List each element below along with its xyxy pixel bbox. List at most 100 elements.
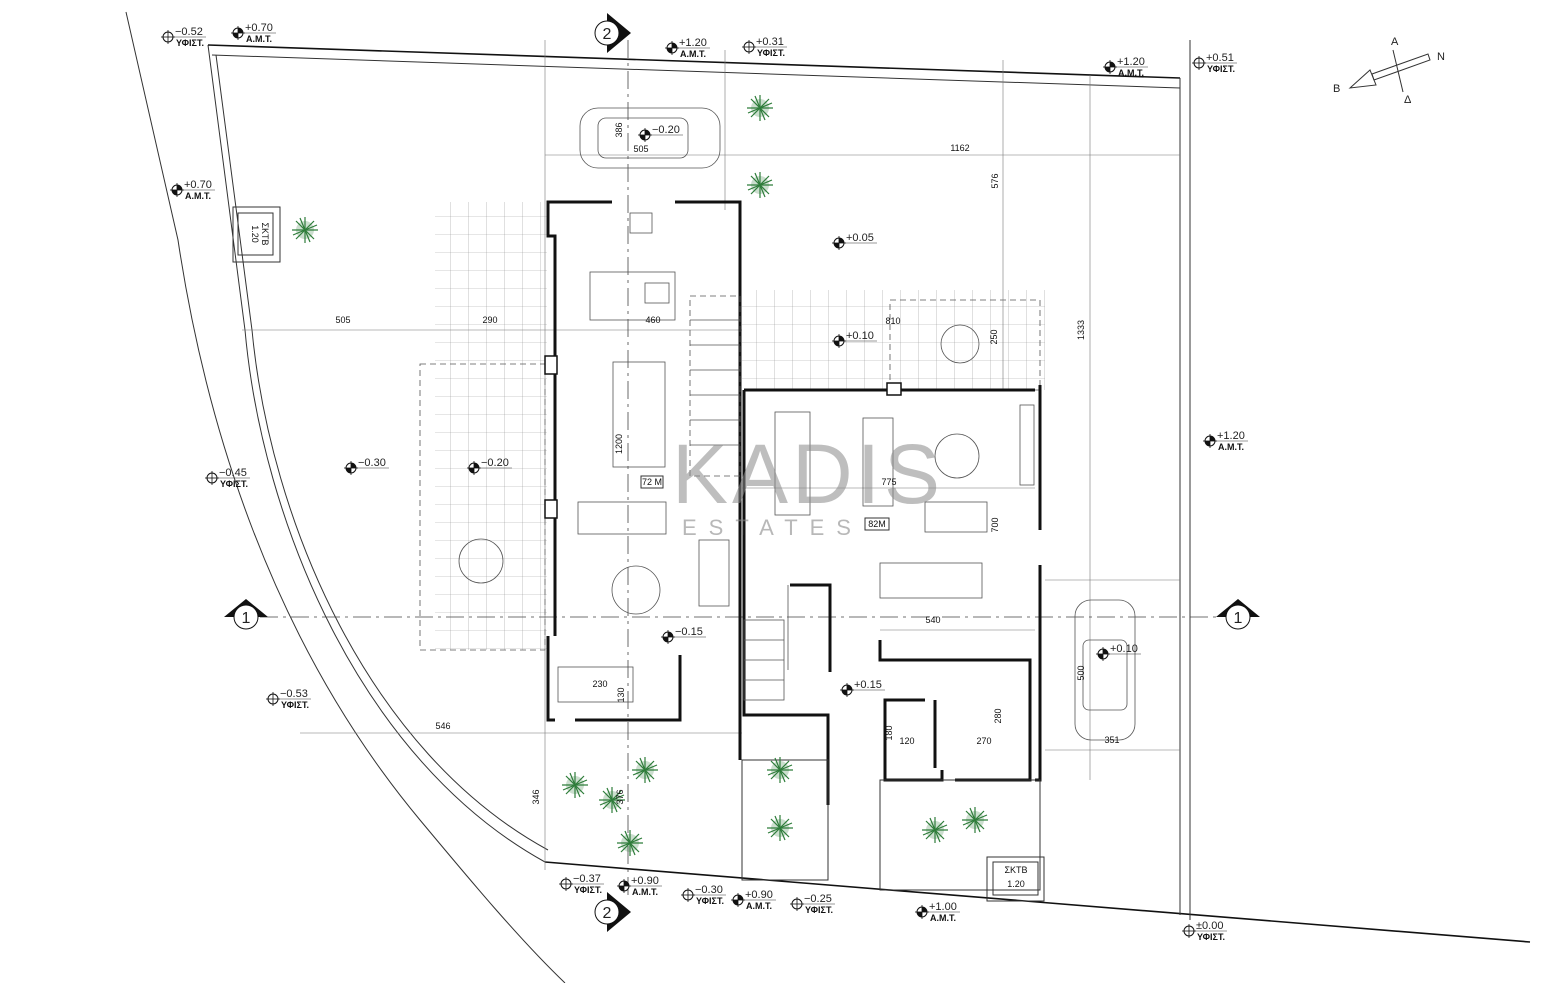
meter-box-left: ΣΚΤΒ 1.20 (232, 206, 281, 263)
level-marker: +0.70Α.Μ.Τ. (170, 179, 215, 201)
tree-icon (561, 771, 589, 799)
dimension-label: 1200 (614, 434, 624, 454)
level-type: Α.Μ.Τ. (1118, 68, 1144, 78)
meter-box-bottom: ΣΚΤΒ 1.20 (986, 856, 1045, 902)
dimension-label: 500 (1076, 665, 1086, 680)
dimension-label: 130 (616, 687, 626, 702)
level-marker: +0.70Α.Μ.Τ. (231, 22, 276, 44)
tree-icon (616, 829, 644, 857)
level-value: −0.20 (481, 457, 509, 469)
dimension-lines (242, 40, 1180, 870)
level-value: +0.05 (846, 232, 874, 244)
level-type: ΥΦΙΣΤ. (281, 700, 309, 710)
tree-icon (746, 94, 774, 122)
level-value: +0.90 (745, 889, 773, 901)
level-type: Α.Μ.Τ. (632, 887, 658, 897)
meter-box-label: ΣΚΤΒ (260, 222, 270, 245)
watermark-brand: KADIS (672, 427, 944, 521)
level-marker: −0.20 (638, 124, 683, 142)
level-value: −0.37 (573, 873, 601, 885)
level-marker: +0.10 (1096, 643, 1141, 661)
level-marker: −0.15 (661, 626, 706, 644)
plot-boundary (125, 11, 1531, 983)
level-value: −0.30 (695, 884, 723, 896)
level-value: +0.70 (245, 22, 273, 34)
level-marker: +0.90Α.Μ.Τ. (617, 875, 662, 897)
level-type: Α.Μ.Τ. (680, 49, 706, 59)
dimension-label: 230 (592, 679, 607, 689)
compass-label-bottom: Δ (1404, 94, 1412, 106)
level-marker: +0.90Α.Μ.Τ. (731, 889, 776, 911)
section-marker: 1 (1216, 599, 1260, 630)
section-marker: 1 (224, 599, 268, 630)
level-value: −0.15 (675, 626, 703, 638)
car-top (579, 107, 721, 169)
dimension-label: 386 (614, 122, 624, 137)
room-area-label: 82M (868, 519, 886, 529)
north-compass: Α Ν Β Δ (1333, 36, 1445, 106)
building-walls (544, 200, 1042, 891)
dimension-label: 775 (881, 477, 896, 487)
level-type: ΥΦΙΣΤ. (1197, 932, 1225, 942)
section-marker-label: 1 (1234, 610, 1243, 627)
section-marker-label: 2 (603, 26, 612, 43)
level-value: +0.90 (631, 875, 659, 887)
level-type: Α.Μ.Τ. (246, 34, 272, 44)
level-type: Α.Μ.Τ. (1218, 442, 1244, 452)
section-markers: 2 1 1 2 (224, 13, 1260, 932)
level-marker: +0.05 (832, 232, 877, 250)
tree-icon (291, 216, 319, 244)
meter-box-value: 1.20 (1007, 879, 1025, 889)
level-type: ΥΦΙΣΤ. (696, 896, 724, 906)
dimension-label: 576 (990, 173, 1000, 188)
level-value: +1.20 (679, 37, 707, 49)
dimension-label: 810 (885, 316, 900, 326)
level-type: ΥΦΙΣΤ. (220, 479, 248, 489)
level-marker: +0.15 (840, 679, 885, 697)
level-type: ΥΦΙΣΤ. (574, 885, 602, 895)
dimension-label: 280 (993, 708, 1003, 723)
level-value: +1.20 (1117, 56, 1145, 68)
tree-icon (766, 814, 794, 842)
section-marker-label: 1 (242, 610, 251, 627)
level-type: Α.Μ.Τ. (930, 913, 956, 923)
car-right (1074, 599, 1136, 741)
level-value: +0.10 (1110, 643, 1138, 655)
room-area-label: 72 M (642, 477, 662, 487)
level-type: ΥΦΙΣΤ. (805, 905, 833, 915)
dimension-label: 700 (990, 517, 1000, 532)
section-marker-label: 2 (603, 905, 612, 922)
tree-icon (631, 756, 659, 784)
level-value: −0.25 (804, 893, 832, 905)
level-value: +0.15 (854, 679, 882, 691)
level-value: +1.20 (1217, 430, 1245, 442)
meter-box-value: 1.20 (250, 225, 260, 243)
level-marker: +1.20Α.Μ.Τ. (1203, 430, 1248, 452)
level-value: +0.51 (1206, 52, 1234, 64)
meter-box-label: ΣΚΤΒ (1004, 865, 1027, 875)
level-value: −0.30 (358, 457, 386, 469)
section-marker: 2 (594, 13, 631, 53)
room-area-tag: 82M (864, 517, 890, 531)
section-marker: 2 (594, 892, 631, 932)
level-type: ΥΦΙΣΤ. (176, 38, 204, 48)
compass-label-top: Α (1391, 36, 1399, 48)
tree-icon (766, 756, 794, 784)
level-marker: −0.20 (467, 457, 512, 475)
level-value: +1.00 (929, 901, 957, 913)
dimension-label: 376 (615, 789, 625, 804)
dimension-label: 351 (1104, 735, 1119, 745)
dimension-label: 120 (899, 736, 914, 746)
dimension-label: 1333 (1076, 320, 1086, 340)
level-marker: +1.20Α.Μ.Τ. (1103, 56, 1148, 78)
dimension-label: 1162 (950, 143, 969, 153)
